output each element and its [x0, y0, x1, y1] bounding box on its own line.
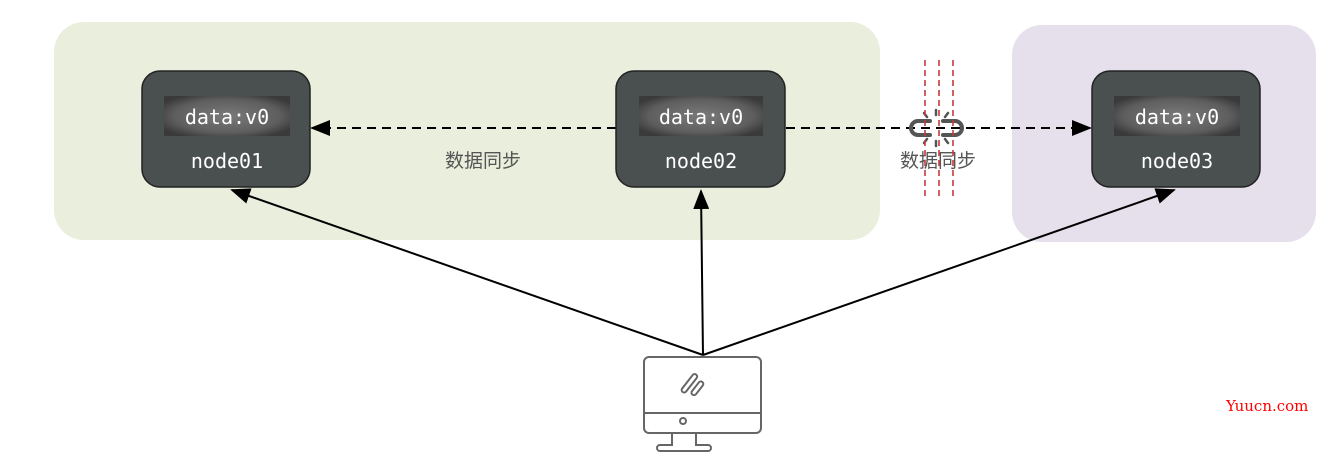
- client-to-node02-arrow: [693, 189, 710, 356]
- node-name: node03: [1141, 149, 1213, 173]
- data-box: [639, 96, 763, 136]
- sync-label-1: 数据同步: [445, 150, 521, 172]
- node-name: node02: [665, 149, 737, 173]
- node-data: data:v0: [1135, 105, 1219, 129]
- client-to-node03-arrow: [702, 188, 1176, 356]
- node-data: data:v0: [185, 105, 269, 129]
- node-name: node01: [191, 149, 263, 173]
- client-to-node01-arrow: [230, 188, 704, 356]
- node-02: data:v0 node02: [615, 70, 786, 188]
- data-box: [164, 96, 290, 136]
- node-03: data:v0 node03: [1091, 70, 1261, 188]
- watermark: Yuucn.com: [1226, 397, 1309, 415]
- monitor-icon: [643, 356, 762, 452]
- node-data: data:v0: [659, 105, 743, 129]
- node-01: data:v0 node01: [141, 70, 311, 188]
- network-partition: [924, 60, 954, 198]
- sync-label-2: 数据同步: [900, 150, 976, 172]
- data-box: [1114, 96, 1240, 136]
